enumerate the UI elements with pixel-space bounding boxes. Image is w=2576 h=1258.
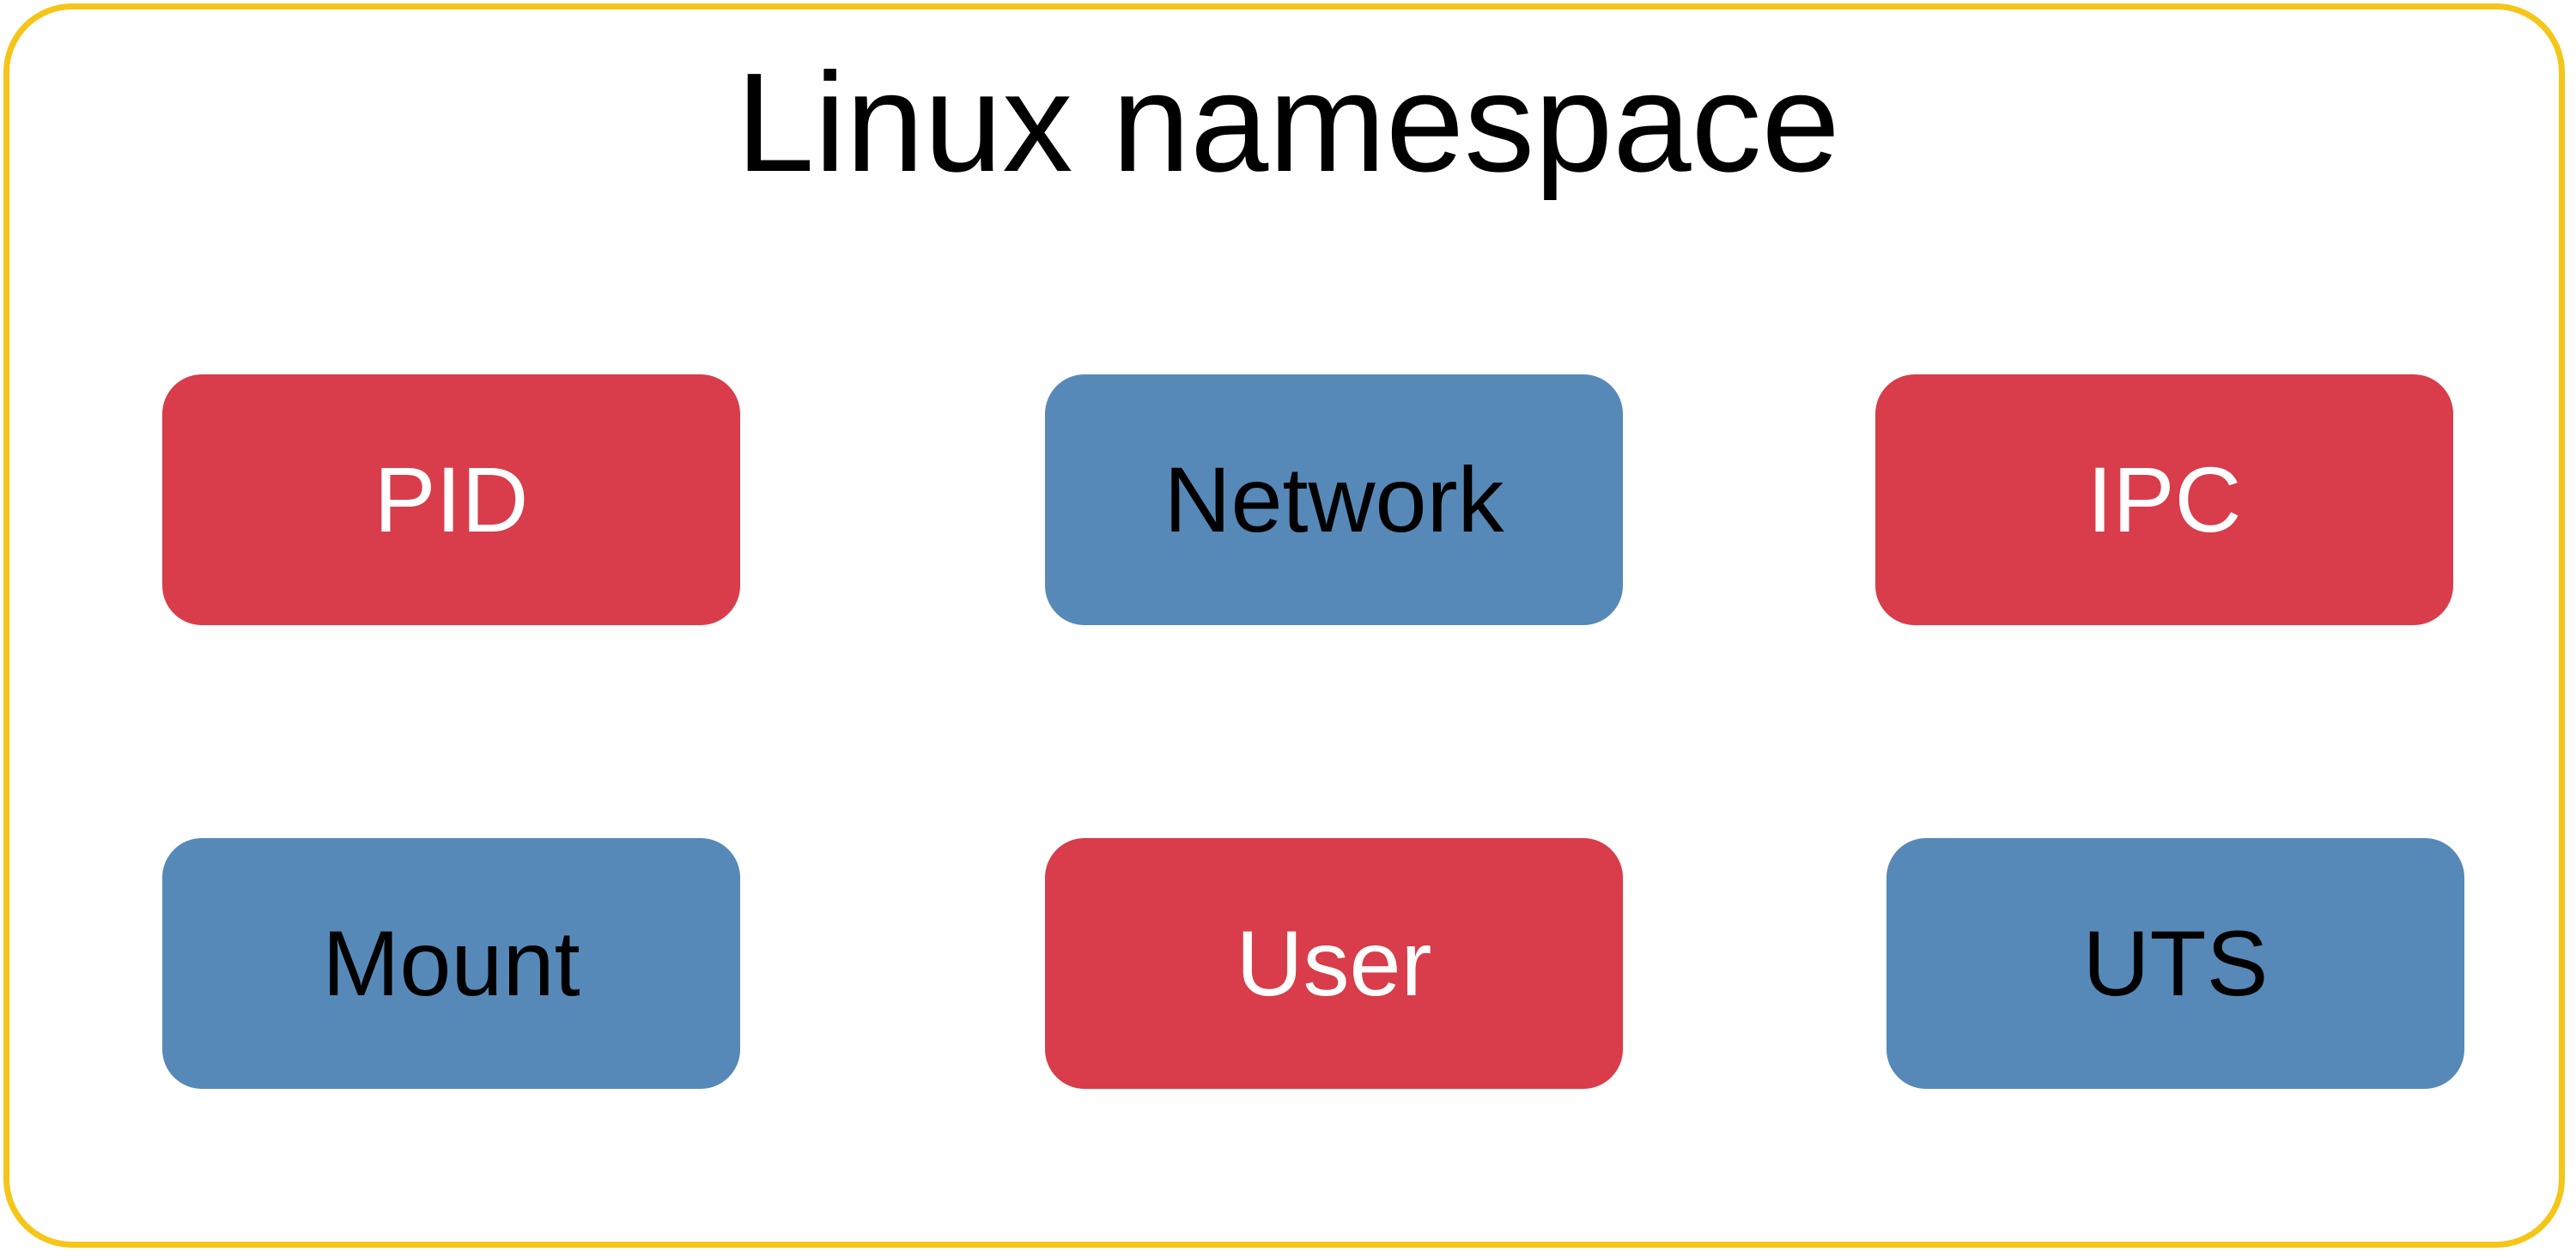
box-uts-label: UTS bbox=[2082, 911, 2269, 1015]
box-mount: Mount bbox=[162, 838, 740, 1089]
box-uts: UTS bbox=[1886, 838, 2464, 1089]
box-user-label: User bbox=[1236, 911, 1432, 1015]
box-ipc-label: IPC bbox=[2087, 447, 2242, 551]
box-pid: PID bbox=[162, 374, 740, 625]
box-network: Network bbox=[1045, 374, 1623, 625]
box-network-label: Network bbox=[1163, 447, 1504, 551]
box-user: User bbox=[1045, 838, 1623, 1089]
box-pid-label: PID bbox=[374, 447, 529, 551]
box-mount-label: Mount bbox=[322, 911, 580, 1015]
box-ipc: IPC bbox=[1875, 374, 2453, 625]
diagram-title: Linux namespace bbox=[736, 44, 1840, 201]
